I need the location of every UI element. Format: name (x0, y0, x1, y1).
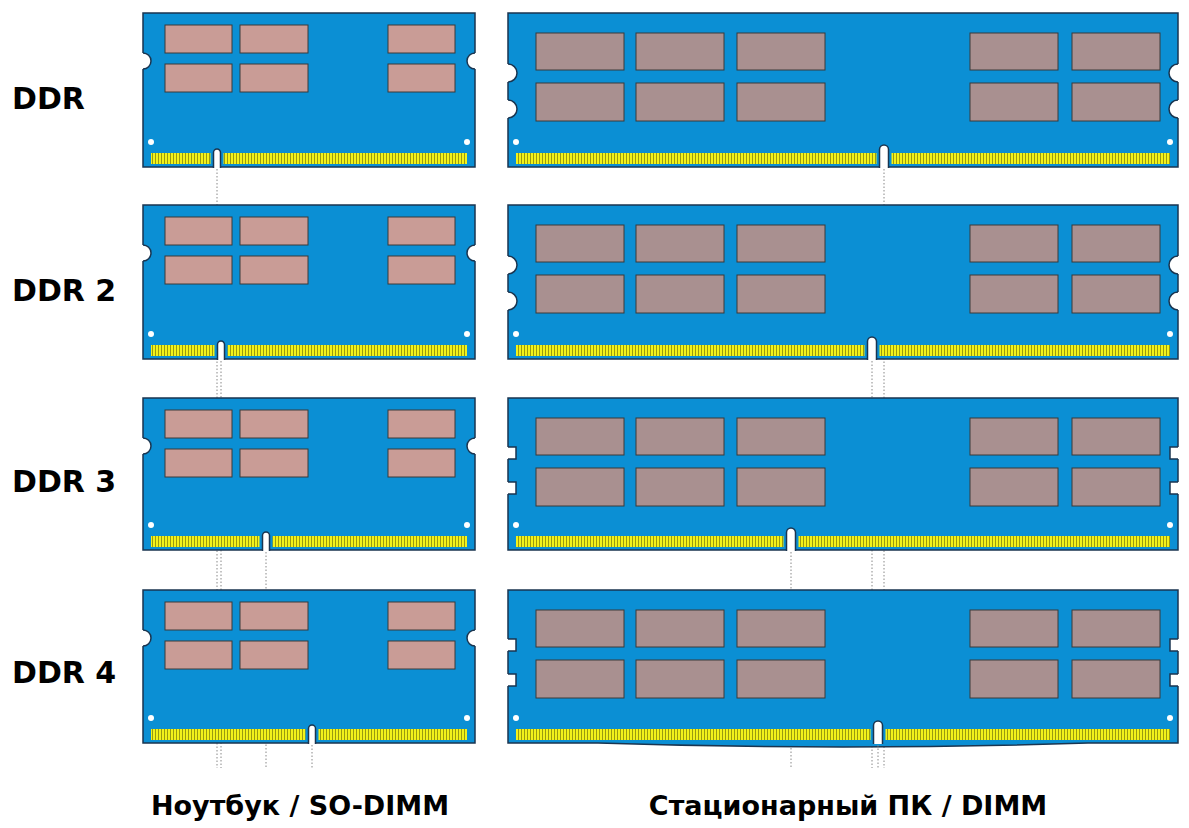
memory-chip (1072, 83, 1160, 121)
memory-chip (240, 449, 308, 477)
column-label: Ноутбук / SO-DIMM (151, 791, 449, 821)
memory-chip (536, 468, 624, 506)
memory-chip (970, 225, 1058, 262)
contact-pins (516, 153, 1170, 164)
memory-chip (970, 418, 1058, 455)
memory-chip (1072, 418, 1160, 455)
row-label: DDR 3 (12, 465, 116, 498)
memory-chip (240, 410, 308, 438)
memory-chip (1072, 610, 1160, 647)
contact-pins (516, 729, 1170, 740)
memory-chip (240, 25, 308, 53)
memory-chip (388, 256, 455, 284)
memory-module (506, 398, 1180, 551)
memory-module (141, 13, 477, 168)
contact-pins (151, 153, 467, 164)
memory-module (141, 205, 477, 360)
memory-chip (737, 468, 825, 506)
memory-chip (165, 449, 232, 477)
memory-chip (636, 418, 724, 455)
memory-chip (165, 410, 232, 438)
contact-pins (516, 345, 1170, 356)
memory-chip (240, 641, 308, 669)
memory-chip (388, 449, 455, 477)
row-label: DDR (12, 82, 85, 115)
memory-chip (636, 468, 724, 506)
memory-module (506, 13, 1180, 168)
memory-chip (970, 83, 1058, 121)
memory-chip (970, 610, 1058, 647)
memory-chip (240, 64, 308, 92)
memory-chip (636, 275, 724, 313)
memory-chip (536, 660, 624, 698)
memory-chip (165, 256, 232, 284)
memory-chip (388, 64, 455, 92)
memory-chip (737, 418, 825, 455)
memory-chip (737, 225, 825, 262)
column-label: Стационарный ПК / DIMM (649, 791, 1047, 821)
memory-chip (737, 83, 825, 121)
memory-chip (636, 610, 724, 647)
memory-chip (737, 33, 825, 70)
memory-chip (388, 410, 455, 438)
memory-chip (536, 418, 624, 455)
memory-chip (165, 64, 232, 92)
memory-chip (165, 25, 232, 53)
row-label: DDR 2 (12, 274, 116, 307)
memory-chip (970, 468, 1058, 506)
memory-chip (388, 602, 455, 630)
memory-chip (737, 275, 825, 313)
memory-chip (636, 33, 724, 70)
memory-chip (240, 602, 308, 630)
memory-chip (536, 83, 624, 121)
memory-chip (737, 660, 825, 698)
memory-module (141, 590, 477, 744)
memory-chip (1072, 468, 1160, 506)
memory-chip (1072, 275, 1160, 313)
memory-chip (1072, 225, 1160, 262)
memory-chip (240, 256, 308, 284)
memory-chip (165, 641, 232, 669)
memory-chip (1072, 33, 1160, 70)
memory-chip (536, 275, 624, 313)
memory-chip (536, 225, 624, 262)
key-guide-line (312, 745, 313, 768)
memory-chip (388, 217, 455, 245)
memory-chip (636, 225, 724, 262)
row-label: DDR 4 (12, 656, 116, 689)
memory-chip (970, 275, 1058, 313)
memory-chip (737, 610, 825, 647)
memory-chip (388, 25, 455, 53)
memory-chip (636, 83, 724, 121)
memory-chip (388, 641, 455, 669)
memory-chip (165, 217, 232, 245)
contact-pins (151, 345, 467, 356)
memory-chip (536, 33, 624, 70)
memory-chip (970, 660, 1058, 698)
key-guide-line (878, 745, 879, 768)
memory-chip (536, 610, 624, 647)
contact-pins (516, 536, 1170, 547)
memory-module (506, 205, 1180, 360)
contact-pins (151, 536, 467, 547)
memory-chip (636, 660, 724, 698)
memory-module (141, 398, 477, 551)
memory-chip (1072, 660, 1160, 698)
memory-chip (165, 602, 232, 630)
memory-chip (970, 33, 1058, 70)
memory-chip (240, 217, 308, 245)
memory-module (506, 590, 1180, 747)
